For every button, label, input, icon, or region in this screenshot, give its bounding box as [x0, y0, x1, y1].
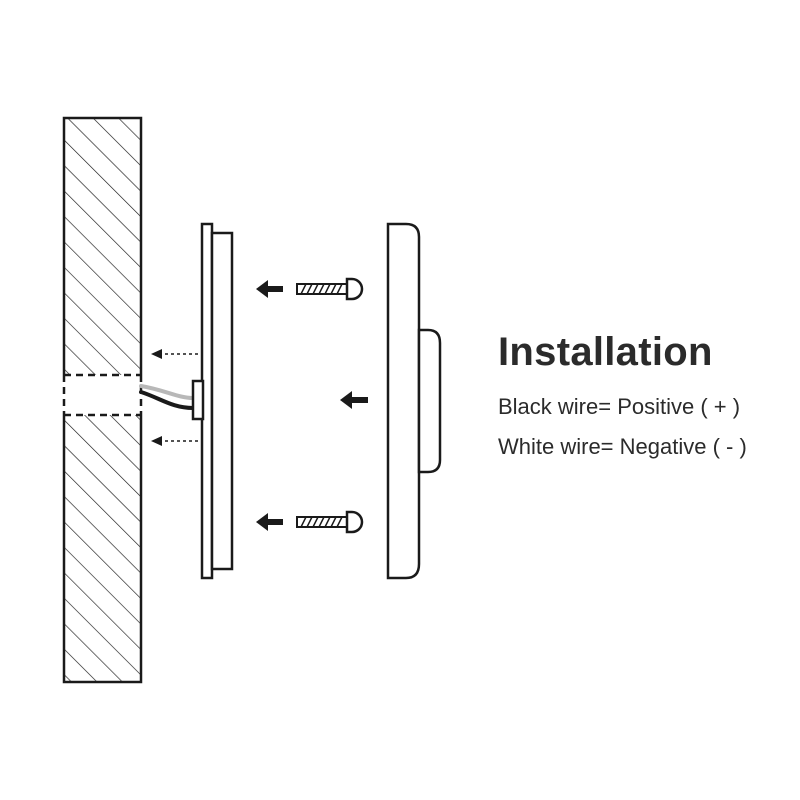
wall-lower: [64, 415, 141, 682]
arrow-left-icon: [340, 391, 368, 409]
plate-connector: [191, 379, 205, 421]
wall-outline-bottom: [62, 415, 143, 684]
wires: [139, 384, 195, 410]
white-wire-note: White wire= Negative ( - ): [498, 434, 747, 459]
wall-outline-top: [62, 116, 143, 375]
light-cover: [386, 222, 442, 580]
arrow-left-icon: [151, 349, 162, 359]
screw-icon: [296, 510, 364, 534]
page-title: Installation: [498, 330, 713, 374]
arrow-left-icon: [151, 436, 162, 446]
screw-icon: [296, 277, 364, 301]
black-wire-note: Black wire= Positive ( + ): [498, 394, 741, 419]
black-wire-line: [139, 390, 195, 410]
wall-section: [62, 116, 143, 684]
white-wire-line: [139, 384, 195, 400]
wall-hole-dashed: [62, 373, 143, 417]
wall-cutout: [64, 375, 141, 415]
dotted-arrows: [151, 349, 198, 446]
wall-upper: [64, 118, 141, 375]
cover-lens: [417, 328, 442, 474]
mounting-plate: [191, 222, 234, 580]
arrow-left-icon: [256, 280, 283, 298]
arrow-left-icon: [256, 513, 283, 531]
